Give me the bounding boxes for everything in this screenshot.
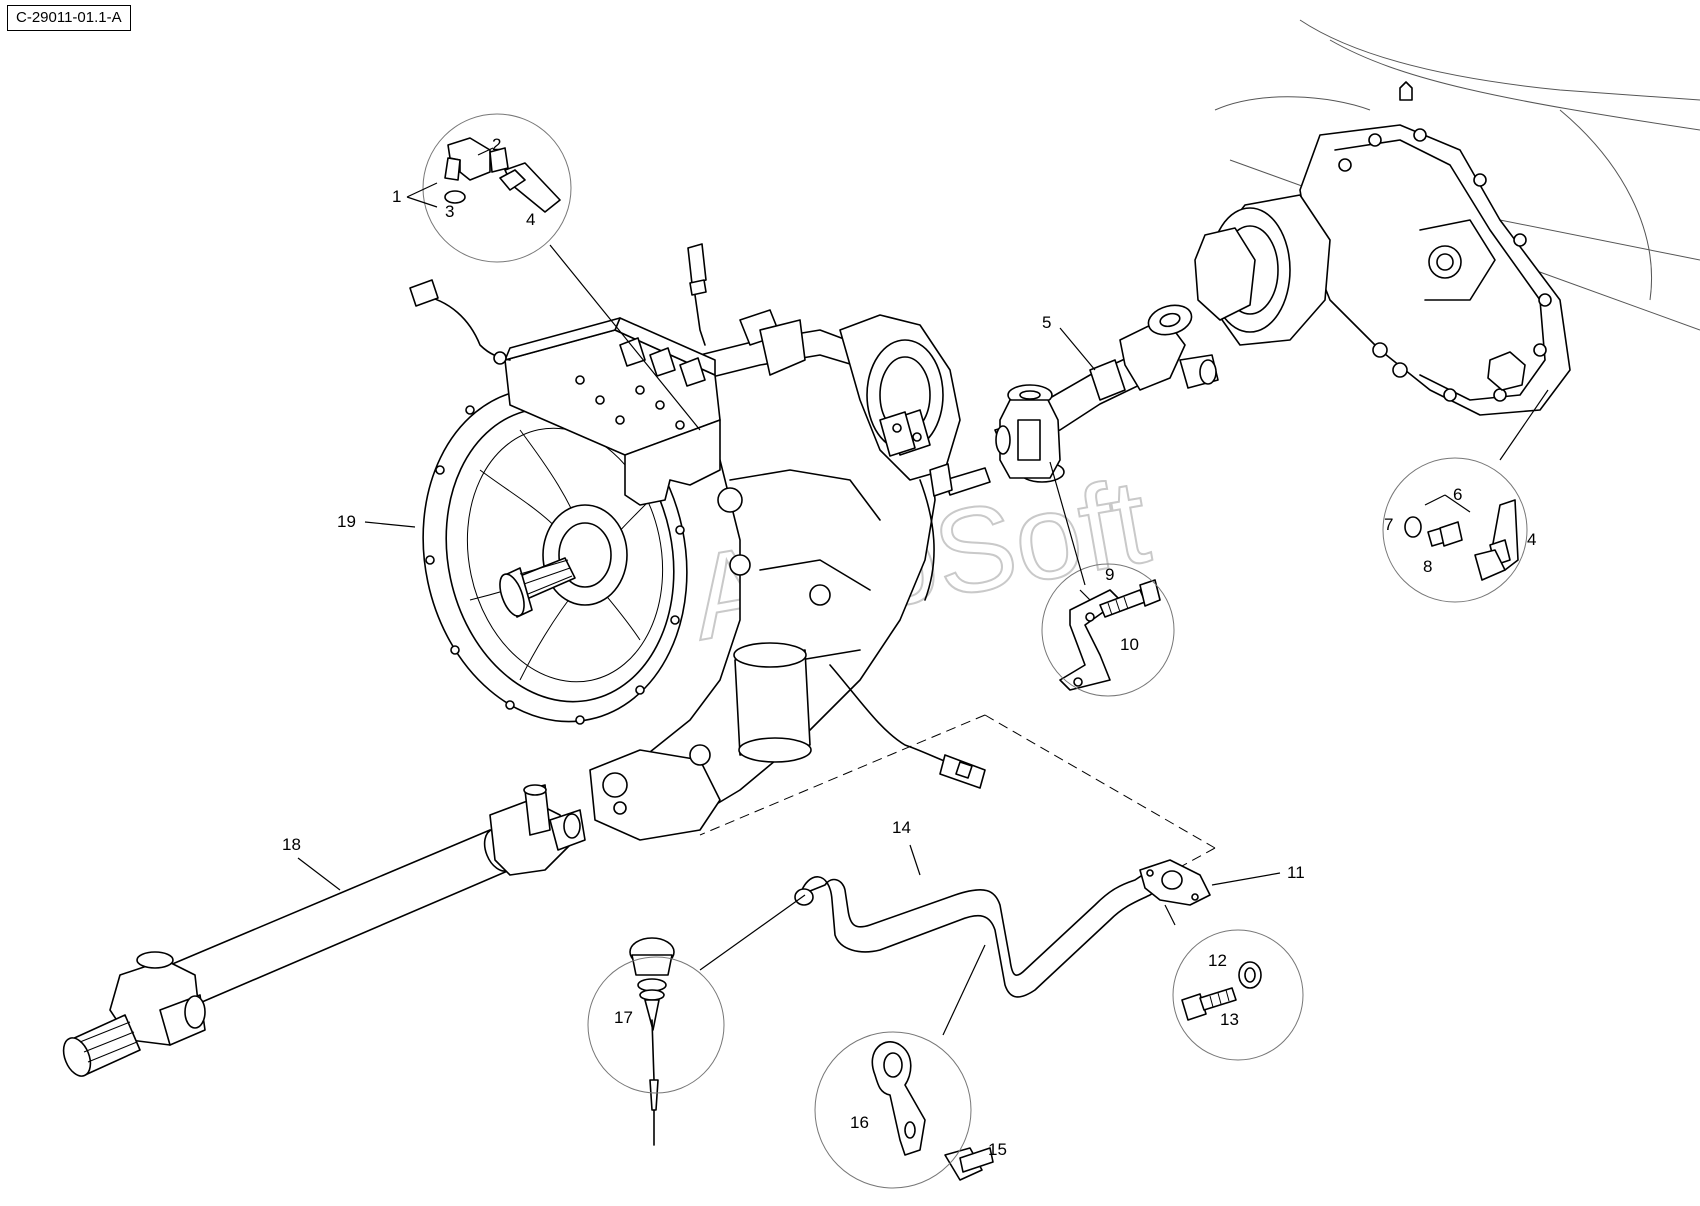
callout-2: 2 [492, 135, 501, 154]
dipstick-part-17 [629, 937, 675, 1146]
bolt-washer-parts-12-13 [1181, 961, 1262, 1021]
callout-4-top: 4 [526, 210, 535, 229]
callout-labels: 1 2 3 4 4 5 6 7 8 9 10 11 12 13 14 15 16… [282, 135, 1536, 1159]
callout-3: 3 [445, 202, 454, 221]
rear-axle-housing [1194, 19, 1700, 416]
callout-15: 15 [988, 1140, 1007, 1159]
callout-17: 17 [614, 1008, 633, 1027]
callout-14: 14 [892, 818, 911, 837]
leader-lines [297, 147, 1549, 1036]
drive-shaft-part-18 [62, 784, 586, 1077]
callout-19: 19 [337, 512, 356, 531]
callout-13: 13 [1220, 1010, 1239, 1029]
diagram-reference-code: C-29011-01.1-A [7, 5, 131, 31]
callout-9: 9 [1105, 565, 1114, 584]
callout-16: 16 [850, 1113, 869, 1132]
callout-10: 10 [1120, 635, 1139, 654]
universal-joint-part-5 [994, 304, 1219, 483]
callout-18: 18 [282, 835, 301, 854]
callout-7: 7 [1384, 515, 1393, 534]
fittings-detail-right [1404, 499, 1519, 581]
callout-1: 1 [392, 187, 401, 206]
transmission-assembly [409, 243, 991, 841]
callout-5: 5 [1042, 313, 1051, 332]
p-clamp-parts-15-16 [871, 1041, 994, 1181]
callout-8: 8 [1423, 557, 1432, 576]
fittings-detail-top [444, 137, 561, 213]
callout-11: 11 [1287, 863, 1305, 882]
detail-circles [422, 113, 1528, 1189]
clamp-bracket-parts-9-10 [1059, 579, 1161, 691]
oil-tube-part-14 [794, 859, 1211, 998]
callout-4-right: 4 [1527, 530, 1536, 549]
callout-12: 12 [1208, 951, 1227, 970]
callout-6: 6 [1453, 485, 1462, 504]
